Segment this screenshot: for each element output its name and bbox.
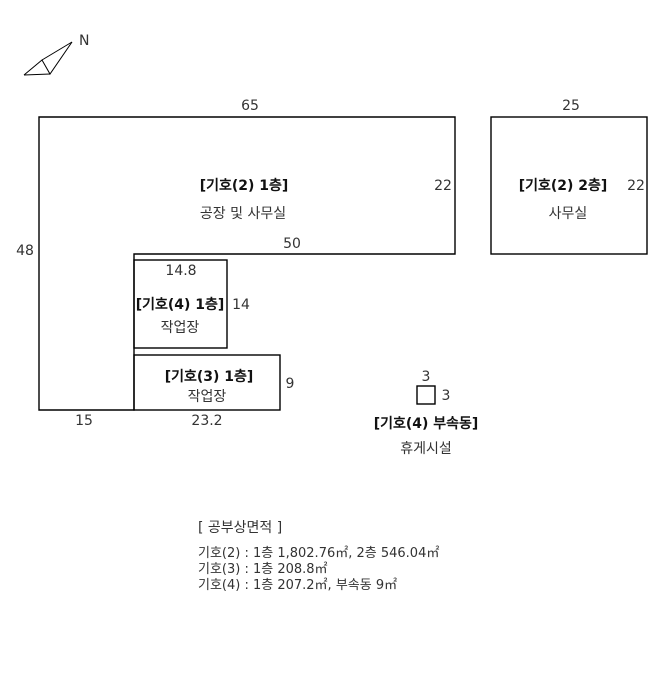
dim-b2f1-bottom: 15 — [75, 413, 93, 429]
north-arrow-icon: N — [23, 33, 89, 76]
area-line-b3: 기호(3) : 1층 208.8㎡ — [198, 562, 328, 577]
dim-b2f1-right: 22 — [434, 178, 452, 194]
dim-b2f1-inner: 50 — [283, 236, 301, 252]
building4-floor1-outline — [133, 259, 228, 349]
building2-floor1-outline — [38, 116, 456, 411]
area-line-b4: 기호(4) : 1층 207.2㎡, 부속동 9㎡ — [198, 578, 398, 593]
b4a-use: 휴게시설 — [400, 441, 452, 457]
dim-b2f1-top: 65 — [241, 98, 259, 114]
area-summary: [ 공부상면적 ] 기호(2) : 1층 1,802.76㎡, 2층 546.0… — [198, 520, 439, 594]
b3f1-title: [기호(3) 1층] — [165, 369, 254, 385]
dim-b2f1-left: 48 — [16, 243, 34, 259]
building4-annex-outline — [416, 385, 436, 405]
b2f1-use: 공장 및 사무실 — [200, 206, 286, 222]
dim-b3f1-right: 9 — [286, 376, 295, 392]
area-line-b2: 기호(2) : 1층 1,802.76㎡, 2층 546.04㎡ — [198, 546, 440, 561]
north-label: N — [79, 33, 89, 49]
building2-floor2-outline — [490, 116, 648, 255]
dim-b4f1-right: 14 — [232, 297, 250, 313]
area-summary-heading: [ 공부상면적 ] — [198, 520, 283, 536]
building3-floor1-outline — [133, 354, 281, 411]
b2f2-title: [기호(2) 2층] — [519, 178, 608, 194]
b4f1-use: 작업장 — [161, 320, 200, 336]
b2f1-title: [기호(2) 1층] — [200, 178, 289, 194]
b4a-title: [기호(4) 부속동] — [374, 416, 479, 432]
dim-b2f2-top: 25 — [562, 98, 580, 114]
dim-b4a-top: 3 — [422, 369, 431, 385]
dim-b4f1-top: 14.8 — [165, 263, 196, 279]
dim-b4a-right: 3 — [442, 388, 451, 404]
b4f1-title: [기호(4) 1층] — [136, 297, 225, 313]
b3f1-use: 작업장 — [188, 389, 227, 405]
dim-b3f1-bottom: 23.2 — [191, 413, 222, 429]
dim-b2f2-right: 22 — [627, 178, 645, 194]
b2f2-use: 사무실 — [549, 206, 588, 222]
